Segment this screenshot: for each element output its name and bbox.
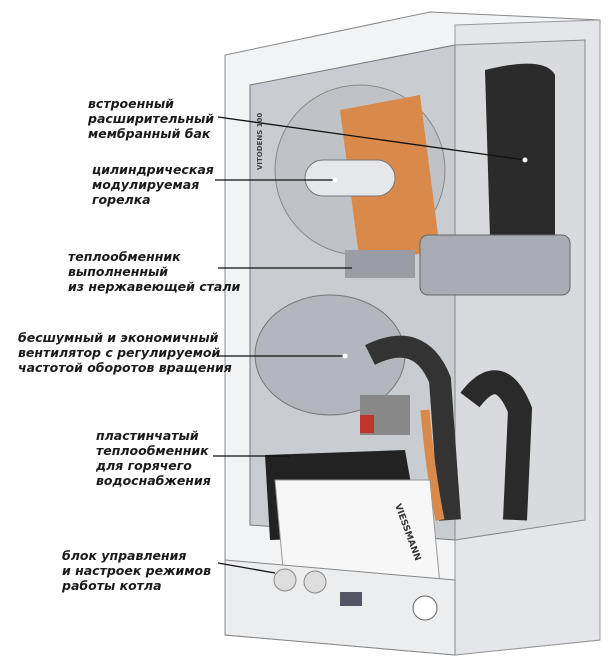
condensate-tray [419,234,571,296]
label-line: мембранный бак [88,126,211,141]
leader-1 [217,116,526,161]
pressure-gauge [412,595,438,621]
label-line: и настроек режимов [62,563,212,578]
label-line: теплообменник [68,249,181,264]
label-line: бесшумный и экономичный [18,330,219,345]
control-knob-1[interactable] [273,568,297,592]
model-logo: VITODENS 100 [256,113,264,170]
leader-dot [332,177,338,183]
label-control-unit: блок управления и настроек режимов работ… [62,548,211,593]
label-line: водоснабжения [96,473,211,488]
label-line: блок управления [62,548,187,563]
label-fan: бесшумный и экономичный вентилятор с рег… [18,330,232,375]
label-expansion-tank: встроенный расширительный мембранный бак [88,96,214,141]
label-line: теплообменник [96,443,209,458]
label-burner: цилиндрическая модулируемая горелка [92,162,214,207]
label-line: вентилятор с регулируемой [18,345,221,360]
label-line: для горячего [96,458,192,473]
label-plate-exchanger: пластинчатый теплообменник для горячего … [96,428,211,488]
label-line: работы котла [62,578,162,593]
label-line: частотой оборотов вращения [18,360,232,375]
label-line: пластинчатый [96,428,199,443]
exchanger-fins [345,250,415,278]
label-line: выполненный [68,264,169,279]
leader-6 [217,562,276,574]
label-line: расширительный [88,111,215,126]
label-line: цилиндрическая [92,162,214,177]
label-line: горелка [92,192,151,207]
leader-dot [522,157,528,163]
burner [304,159,396,197]
label-line: из нержавеющей стали [68,279,241,294]
control-knob-2[interactable] [303,570,327,594]
expansion-tank [485,63,555,244]
gas-valve-coil [360,415,374,433]
leader-dot [342,353,348,359]
pipe-2 [460,370,533,521]
pipe [365,335,461,521]
copper-pipe [420,409,445,521]
leader-lines [213,116,526,574]
label-line: модулируемая [92,177,200,192]
label-heat-exchanger: теплообменник выполненный из нержавеющей… [68,249,240,294]
display [340,592,362,606]
label-line: встроенный [88,96,174,111]
